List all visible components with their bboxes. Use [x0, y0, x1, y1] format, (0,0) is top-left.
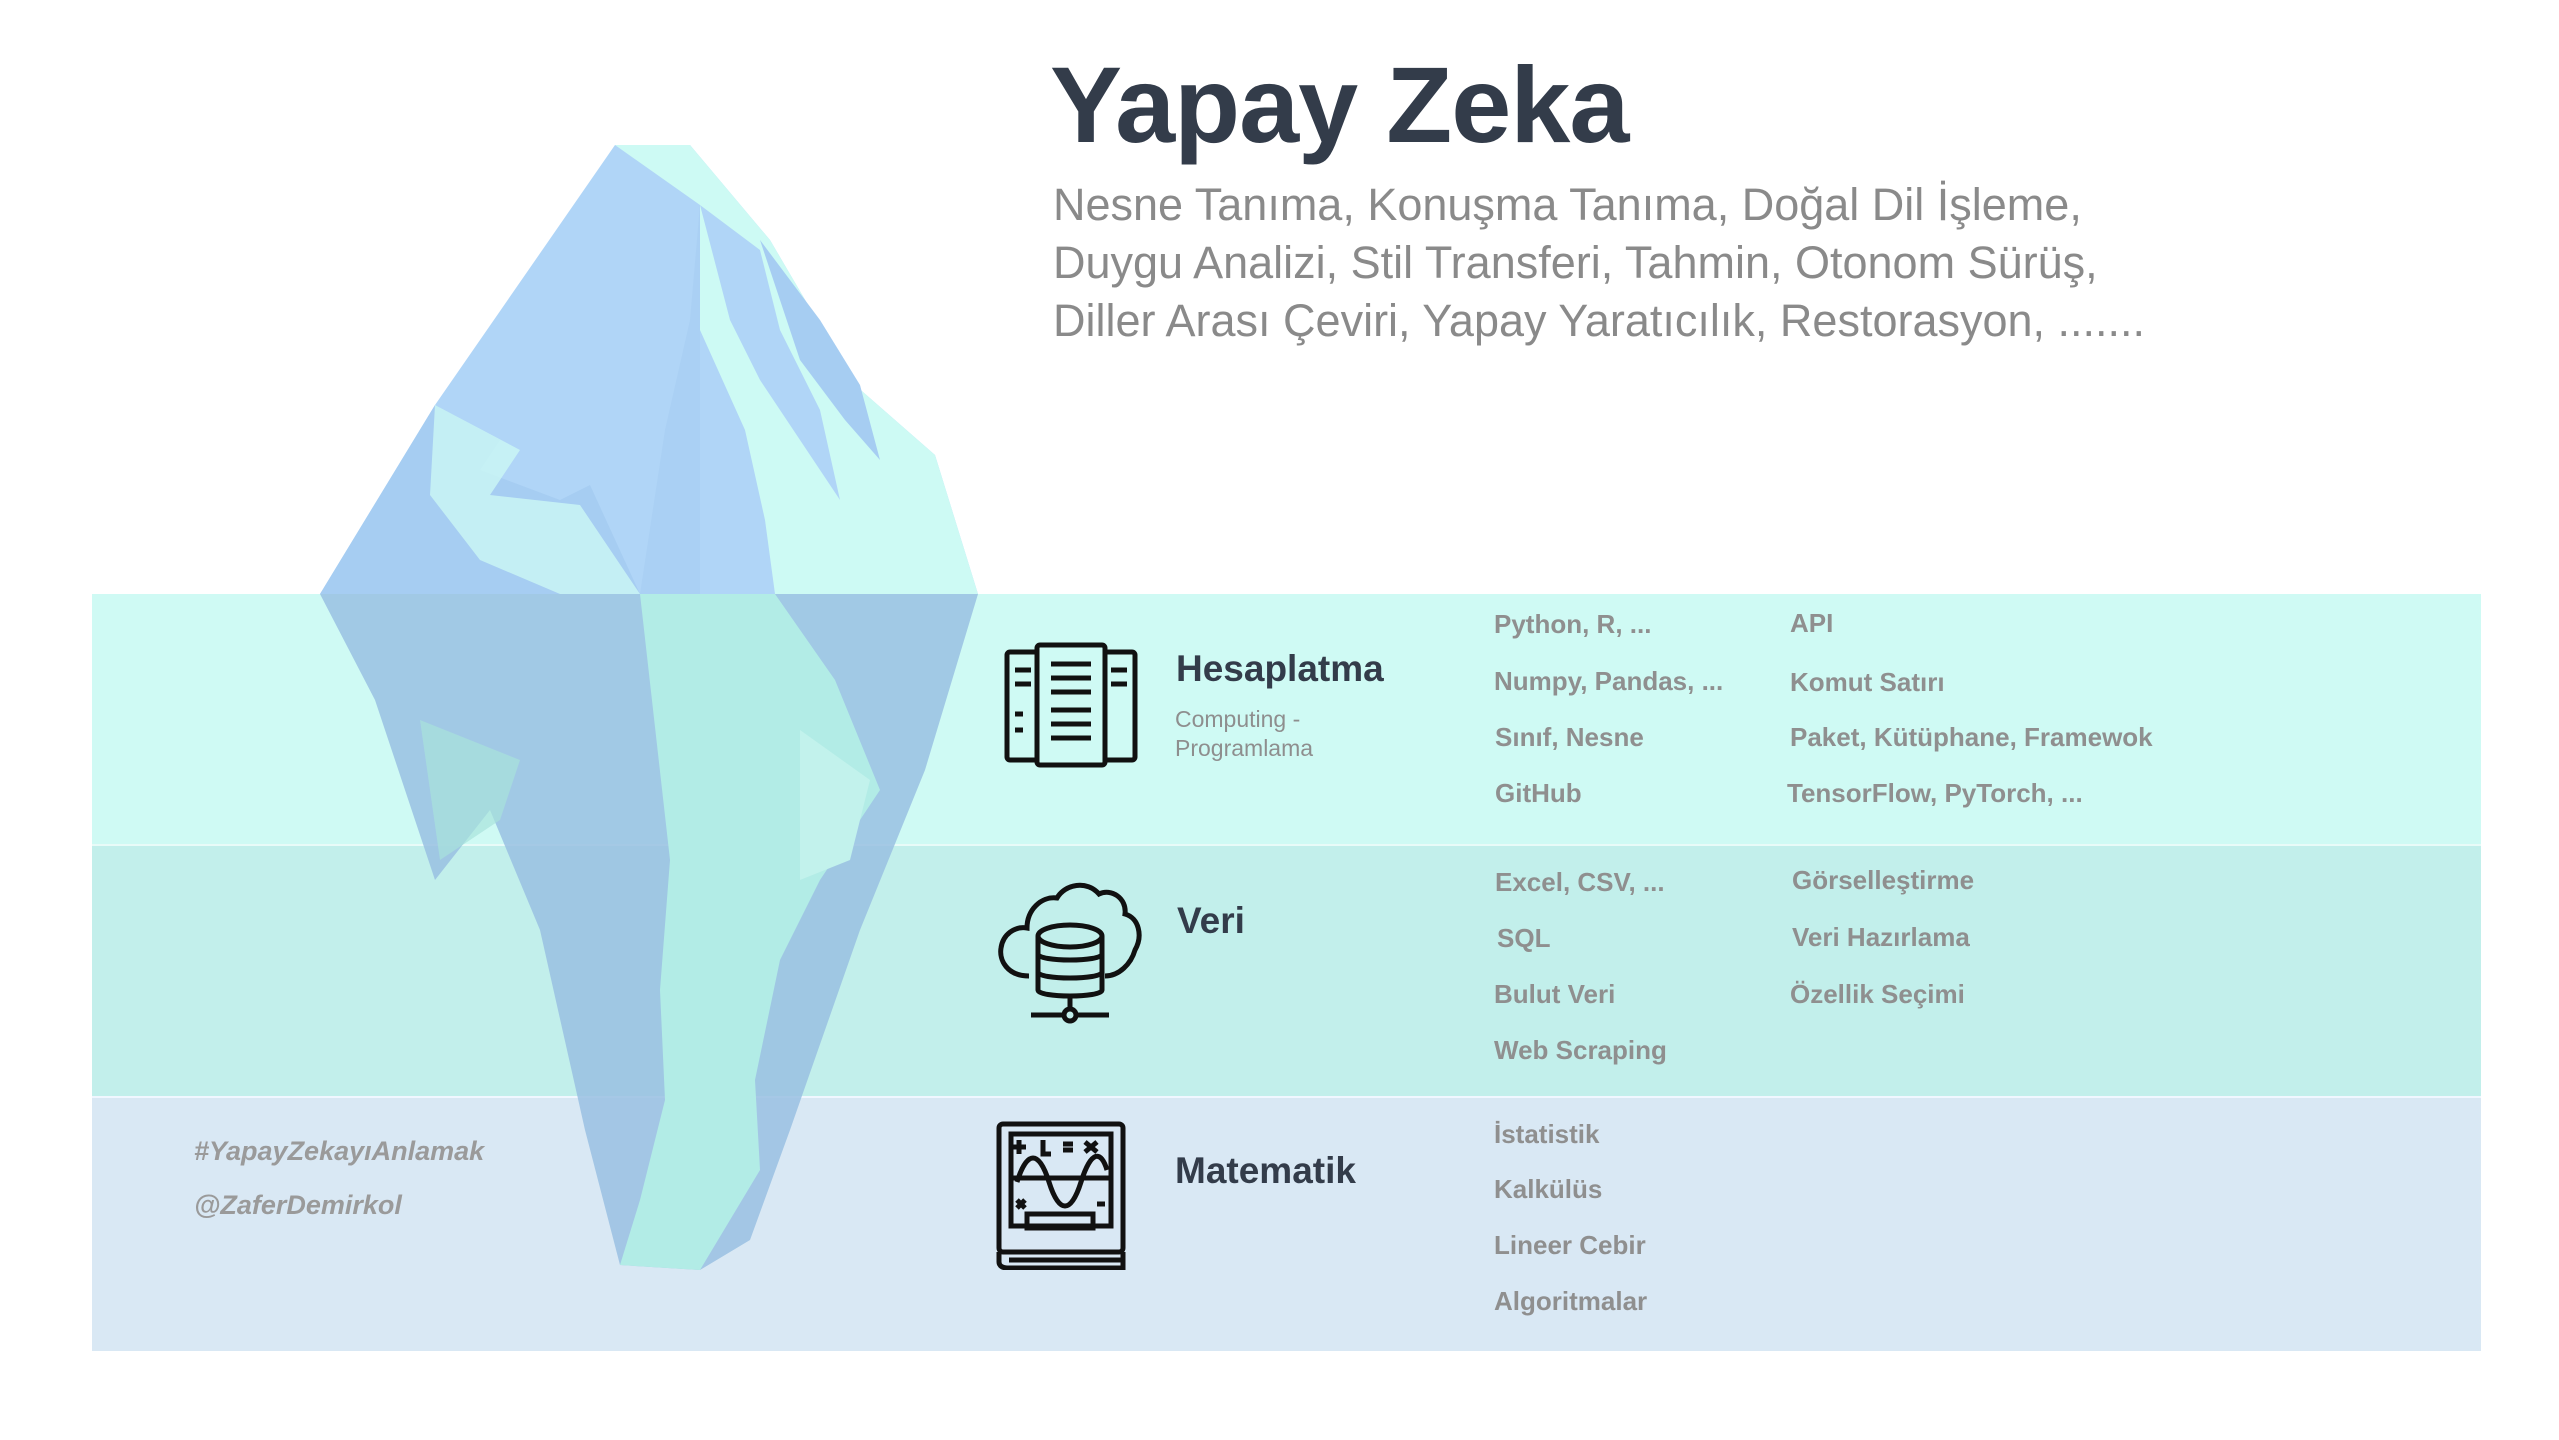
computing-item: Komut Satırı [1790, 667, 1945, 697]
math-book-icon [993, 1120, 1129, 1270]
data-item: Bulut Veri [1494, 979, 1616, 1009]
cloud-database-icon [995, 874, 1145, 1024]
subtitle: Nesne Tanıma, Konuşma Tanıma, Doğal Dil … [1053, 176, 2253, 350]
layer-title-computing: Hesaplatma [1176, 648, 1384, 689]
math-item: Algoritmalar [1494, 1286, 1648, 1316]
subtitle-line: Nesne Tanıma, Konuşma Tanıma, Doğal Dil … [1053, 179, 2082, 230]
subtitle-line: Diller Arası Çeviri, Yapay Yaratıcılık, … [1053, 295, 2146, 346]
data-item: Web Scraping [1494, 1035, 1667, 1065]
subtitle-line: Duygu Analizi, Stil Transferi, Tahmin, O… [1053, 237, 2098, 288]
server-racks-icon [1003, 642, 1139, 768]
page-title: Yapay Zeka [1050, 44, 1629, 165]
computing-item: TensorFlow, PyTorch, ... [1787, 778, 2083, 808]
layer-band-data [92, 844, 2481, 1096]
computing-item: Sınıf, Nesne [1495, 722, 1644, 752]
math-item: Lineer Cebir [1494, 1230, 1646, 1260]
layer-title-data: Veri [1177, 900, 1245, 941]
computing-item: Paket, Kütüphane, Framewok [1790, 722, 2153, 752]
math-item: İstatistik [1494, 1119, 1600, 1149]
layer-band-math [92, 1096, 2481, 1351]
author-handle: @ZaferDemirkol [194, 1190, 402, 1220]
math-item: Kalkülüs [1494, 1174, 1603, 1204]
data-item: Excel, CSV, ... [1495, 867, 1665, 897]
data-item: Veri Hazırlama [1792, 922, 1970, 952]
computing-item: Python, R, ... [1494, 609, 1652, 639]
layer-subtitle-computing: Computing - Programlama [1175, 706, 1314, 761]
computing-item: Numpy, Pandas, ... [1494, 666, 1724, 696]
data-item: SQL [1497, 923, 1551, 953]
computing-item: GitHub [1495, 778, 1582, 808]
hashtag: #YapayZekayıAnlamak [194, 1136, 485, 1166]
data-item: Özellik Seçimi [1790, 979, 1965, 1009]
data-item: Görselleştirme [1792, 865, 1975, 895]
computing-item: API [1790, 608, 1834, 638]
layer-title-math: Matematik [1175, 1150, 1356, 1191]
